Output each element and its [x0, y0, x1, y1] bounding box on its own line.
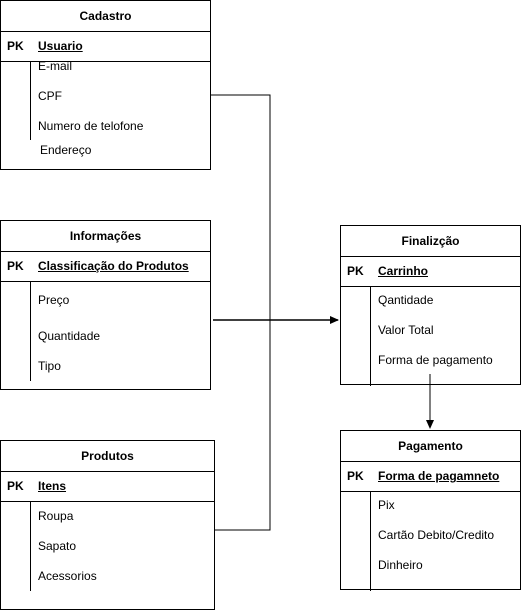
- field-cpf: CPF: [38, 89, 62, 103]
- column-divider: [370, 286, 371, 386]
- field-phone: Numero de telofone: [38, 119, 144, 133]
- field-sapato: Sapato: [38, 539, 77, 553]
- field-acessorios: Acessorios: [38, 569, 97, 583]
- entity-title: Produtos: [1, 441, 214, 472]
- connector-cadastro-to-finalizacao[interactable]: [211, 94, 271, 320]
- entity-title: Finalizção: [341, 226, 520, 257]
- entity-pagamento[interactable]: Pagamento PK Forma de pagamneto Pix Cart…: [340, 430, 521, 591]
- entity-title: Cadastro: [1, 1, 210, 32]
- column-divider: [30, 61, 31, 140]
- pk-row: PK Carrinho: [341, 256, 520, 287]
- field-pix: Pix: [378, 498, 395, 512]
- column-divider: [30, 281, 31, 381]
- pk-field: Usuario: [38, 39, 83, 53]
- pk-label: PK: [7, 259, 24, 273]
- pk-field: Forma de pagamneto: [378, 469, 500, 483]
- field-tipo: Tipo: [38, 359, 61, 373]
- pk-field: Carrinho: [378, 264, 429, 278]
- pk-label: PK: [347, 469, 364, 483]
- pk-label: PK: [7, 479, 24, 493]
- field-valor-total: Valor Total: [378, 323, 434, 337]
- pk-field: Classificação do Produtos: [38, 259, 189, 273]
- entity-cadastro[interactable]: Cadastro PK Usuario E-mail CPF Numero de…: [0, 0, 211, 170]
- pk-label: PK: [7, 39, 24, 53]
- connector-produtos-to-finalizacao[interactable]: [215, 320, 271, 531]
- field-preco: Preço: [38, 293, 70, 307]
- entity-produtos[interactable]: Produtos PK Itens Roupa Sapato Acessorio…: [0, 440, 215, 610]
- pk-row: PK Forma de pagamneto: [341, 461, 520, 492]
- pk-row: PK Itens: [1, 471, 214, 502]
- column-divider: [30, 501, 31, 591]
- pk-row: PK Classificação do Produtos: [1, 251, 210, 282]
- pk-label: PK: [347, 264, 364, 278]
- field-dinheiro: Dinheiro: [378, 558, 423, 572]
- field-email: E-mail: [38, 59, 73, 73]
- entity-title: Informações: [1, 221, 210, 252]
- field-forma-pagamento: Forma de pagamento: [378, 353, 493, 367]
- field-address: Endereço: [40, 143, 92, 157]
- pk-row: PK Usuario: [1, 31, 210, 62]
- entity-informacoes[interactable]: Informações PK Classificação do Produtos…: [0, 220, 211, 390]
- field-qantidade: Qantidade: [378, 293, 434, 307]
- column-divider: [370, 491, 371, 591]
- field-quantidade: Quantidade: [38, 329, 101, 343]
- entity-title: Pagamento: [341, 431, 520, 462]
- field-cartao: Cartão Debito/Credito: [378, 528, 495, 542]
- field-roupa: Roupa: [38, 509, 74, 523]
- entity-finalizacao[interactable]: Finalizção PK Carrinho Qantidade Valor T…: [340, 225, 521, 386]
- pk-field: Itens: [38, 479, 67, 493]
